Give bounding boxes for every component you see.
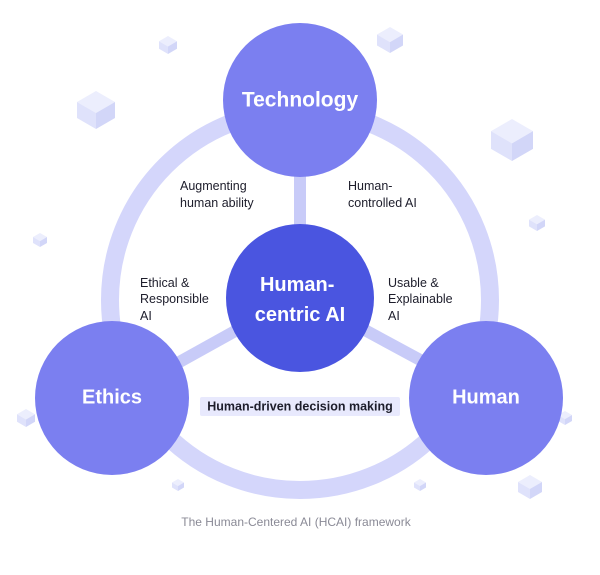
cube-face [172, 482, 178, 491]
center-label: Human- centric AI [255, 274, 345, 326]
cube-face [530, 481, 542, 499]
ethics-node [35, 321, 189, 475]
decorative-cube [529, 215, 545, 231]
relation-augmenting-line-1: Augmenting [180, 179, 247, 193]
decorative-cube [518, 475, 542, 499]
relation-usable: Usable & Explainable AI [388, 276, 456, 323]
decorative-cube [414, 479, 426, 491]
human-label: Human [452, 386, 520, 408]
relation-ethical: Ethical & Responsible AI [140, 276, 212, 323]
cube-face [414, 482, 420, 491]
relation-ethical-line-1: Ethical & [140, 276, 190, 290]
relation-human-controlled: Human- controlled AI [348, 179, 417, 210]
cube-face [390, 34, 403, 53]
cube-face [17, 409, 35, 420]
decorative-cube [33, 233, 47, 247]
bottom-label-highlight [200, 397, 400, 416]
center-node [226, 224, 374, 372]
decorative-cube [17, 409, 35, 427]
cube-face [168, 41, 177, 54]
relation-ethical-line-3: AI [140, 309, 152, 323]
cube-face [529, 215, 545, 225]
relation-usable-line-2: Explainable [388, 292, 453, 306]
cube-face [17, 414, 26, 427]
relation-human-controlled-line-1: Human- [348, 179, 392, 193]
relation-usable-line-1: Usable & [388, 276, 439, 290]
cube-face [565, 415, 572, 425]
cube-face [26, 414, 35, 427]
relation-human-controlled-line-2: controlled AI [348, 196, 417, 210]
relation-augmenting: Augmenting human ability [180, 179, 254, 210]
relation-augmenting-line-2: human ability [180, 196, 254, 210]
relation-usable-line-3: AI [388, 309, 400, 323]
cube-face [33, 237, 40, 247]
center-label-line-1: Human- [260, 274, 334, 296]
cube-face [40, 237, 47, 247]
decorative-cube [159, 36, 177, 54]
cube-face [178, 482, 184, 491]
cube-face [159, 41, 168, 54]
decorative-cube [172, 479, 184, 491]
framework-caption: The Human-Centered AI (HCAI) framework [181, 515, 411, 529]
cube-face [96, 102, 115, 129]
decorative-cube [491, 119, 533, 161]
decorative-cube [377, 27, 403, 53]
cube-face [518, 481, 530, 499]
cube-face [529, 219, 537, 231]
technology-label: Technology [242, 89, 359, 112]
center-label-line-2: centric AI [255, 304, 345, 326]
ethics-label: Ethics [82, 386, 142, 408]
cube-face [491, 119, 533, 144]
cube-face [491, 131, 512, 161]
cube-face [77, 102, 96, 129]
relation-human-driven: Human-driven decision making [207, 399, 392, 413]
cube-face [159, 36, 177, 47]
cube-face [512, 131, 533, 161]
human-node [409, 321, 563, 475]
cube-face [420, 482, 426, 491]
cube-face [537, 219, 545, 231]
cube-face [377, 34, 390, 53]
relation-ethical-line-2: Responsible [140, 292, 209, 306]
decorative-cubes [17, 27, 572, 499]
decorative-cube [77, 91, 115, 129]
technology-node [223, 23, 377, 177]
